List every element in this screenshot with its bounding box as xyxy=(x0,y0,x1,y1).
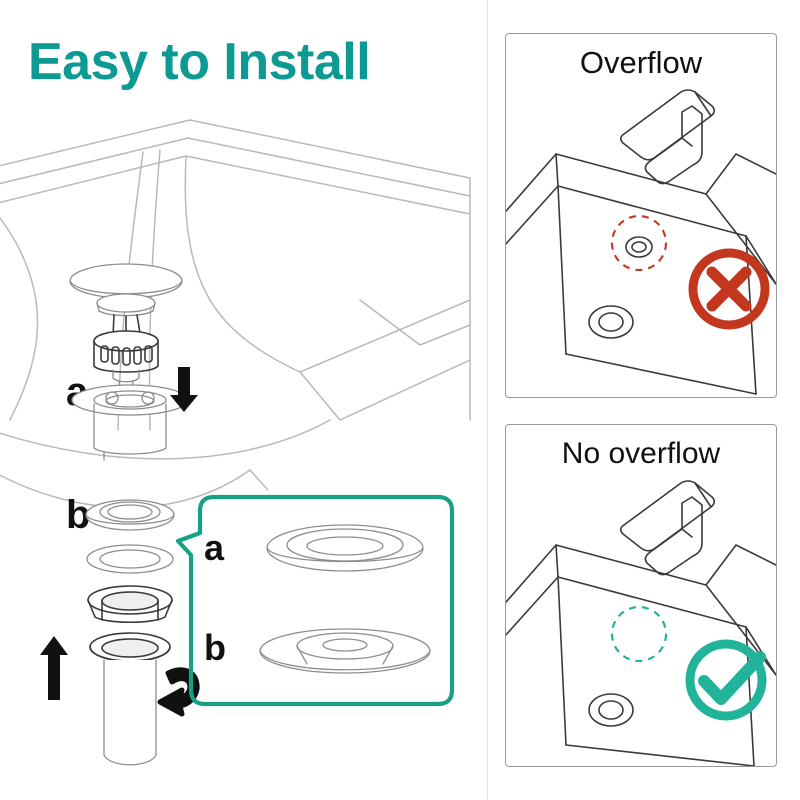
callout-item-a-label: a xyxy=(204,527,225,568)
callout-item-b-label: b xyxy=(204,627,226,668)
callout-shape-a xyxy=(266,524,424,572)
faucet-icon xyxy=(619,480,716,576)
panel-divider xyxy=(487,0,488,800)
installation-diagram: a b xyxy=(0,119,471,766)
overflow-highlight-circle xyxy=(610,214,668,272)
locking-nut-part xyxy=(87,585,173,623)
nooverflow-sink-illustration xyxy=(506,425,776,766)
faucet-icon xyxy=(619,89,716,185)
up-arrow xyxy=(40,636,68,700)
flat-washer-part xyxy=(86,544,174,574)
page-title: Easy to Install xyxy=(28,33,371,91)
nooverflow-highlight-circle xyxy=(610,605,668,663)
sink-basin-lineart xyxy=(506,544,776,766)
circle-check-icon xyxy=(685,639,767,721)
down-arrow xyxy=(170,367,198,412)
tailpiece-pipe-part xyxy=(103,659,157,766)
popup-stopper-part xyxy=(69,263,183,391)
drain-hole xyxy=(588,693,634,727)
rubber-gasket-part xyxy=(85,499,175,531)
overflow-hole xyxy=(625,236,653,258)
comparison-box-overflow: Overflow xyxy=(505,33,777,398)
step-b-group: b xyxy=(40,493,200,766)
overflow-sink-illustration xyxy=(506,34,776,397)
step-a-group: a xyxy=(66,367,198,461)
circle-x-icon xyxy=(688,248,770,330)
drain-hole xyxy=(588,305,634,339)
callout-shape-b xyxy=(259,628,431,674)
installation-diagram-svg: a b xyxy=(0,119,471,766)
sink-counter-lineart xyxy=(0,119,471,509)
callout-box: a b xyxy=(175,469,455,707)
sink-basin-lineart xyxy=(506,153,776,395)
tailpiece-collar-part xyxy=(89,632,171,662)
comparison-box-nooverflow: No overflow xyxy=(505,424,777,767)
